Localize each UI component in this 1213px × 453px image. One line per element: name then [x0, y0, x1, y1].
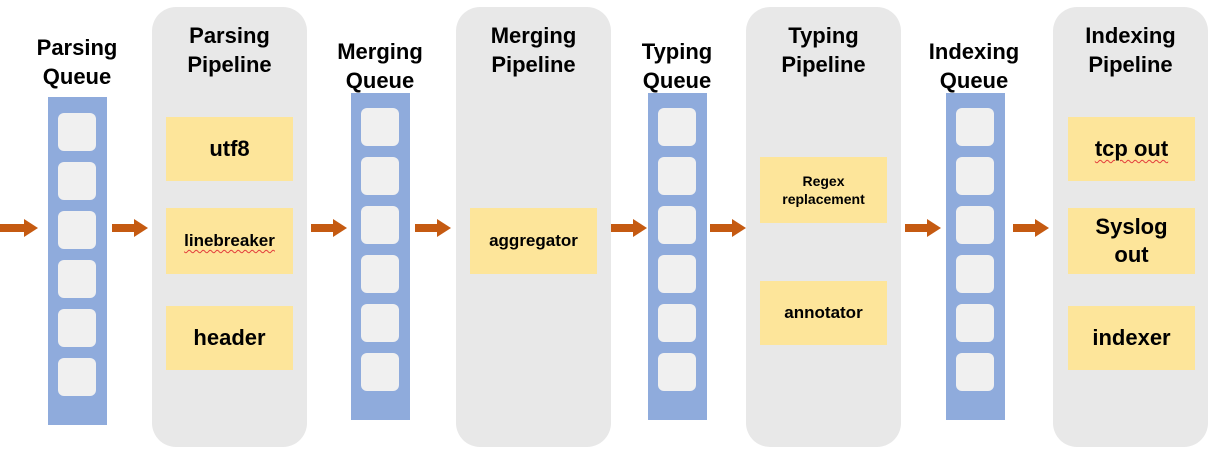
title-line: Parsing	[36, 35, 118, 60]
processor-tcp-out: tcp out	[1068, 117, 1195, 181]
queue-slot	[58, 309, 96, 347]
processor-label: aggregator	[489, 231, 578, 250]
typing-pipeline-panel	[746, 7, 901, 447]
flow-arrow-icon	[611, 219, 647, 237]
title-line: Merging	[337, 39, 423, 64]
indexing-queue-title: Indexing Queue	[914, 37, 1034, 95]
processor-regex-replacement: Regex replacement	[760, 157, 887, 223]
flow-arrow-icon	[710, 219, 746, 237]
queue-slot	[658, 206, 696, 244]
parsing-queue	[48, 97, 107, 425]
queue-slot	[658, 255, 696, 293]
processor-label: indexer	[1092, 325, 1171, 350]
flow-arrow-icon	[415, 219, 451, 237]
processor-label: linebreaker	[184, 231, 275, 250]
title-line: Pipeline	[1088, 52, 1173, 77]
title-line: Typing	[788, 23, 859, 48]
title-line: Pipeline	[781, 52, 866, 77]
title-line: Indexing	[1085, 23, 1176, 48]
title-line: Typing	[641, 39, 713, 64]
merging-queue-title: Merging Queue	[320, 37, 440, 95]
flow-arrow-icon	[905, 219, 941, 237]
queue-slot	[361, 157, 399, 195]
queue-slot	[58, 358, 96, 396]
title-line: Parsing	[189, 23, 270, 48]
processor-utf8: utf8	[166, 117, 293, 181]
queue-slot	[658, 157, 696, 195]
processor-linebreaker: linebreaker	[166, 208, 293, 274]
queue-slot	[956, 157, 994, 195]
title-line: Queue	[345, 68, 415, 93]
flow-arrow-icon	[0, 219, 38, 237]
indexing-pipeline-title: Indexing Pipeline	[1053, 21, 1208, 79]
title-line: Pipeline	[187, 52, 272, 77]
processor-label: utf8	[209, 136, 250, 161]
queue-slot	[658, 108, 696, 146]
processor-label: out	[1114, 242, 1149, 267]
typing-queue	[648, 93, 707, 420]
queue-slot	[58, 260, 96, 298]
flow-arrow-icon	[311, 219, 347, 237]
queue-slot	[58, 211, 96, 249]
title-line: Indexing	[928, 39, 1020, 64]
title-line: Queue	[42, 64, 112, 89]
parsing-pipeline-title: Parsing Pipeline	[152, 21, 307, 79]
queue-slot	[361, 108, 399, 146]
queue-slot	[361, 353, 399, 391]
queue-slot	[956, 304, 994, 342]
processor-syslog-out: Syslog out	[1068, 208, 1195, 274]
queue-slot	[361, 304, 399, 342]
parsing-queue-title: Parsing Queue	[17, 33, 137, 91]
queue-slot	[58, 162, 96, 200]
processor-label: annotator	[784, 303, 863, 322]
merging-queue	[351, 93, 410, 420]
queue-slot	[658, 304, 696, 342]
indexing-queue	[946, 93, 1005, 420]
title-line: Queue	[642, 68, 712, 93]
processor-indexer: indexer	[1068, 306, 1195, 370]
queue-slot	[956, 206, 994, 244]
processor-label: Regex	[802, 173, 845, 189]
title-line: Queue	[939, 68, 1009, 93]
queue-slot	[658, 353, 696, 391]
queue-slot	[361, 206, 399, 244]
flow-arrow-icon	[112, 219, 148, 237]
title-line: Pipeline	[491, 52, 576, 77]
title-line: Merging	[490, 23, 577, 48]
merging-pipeline-title: Merging Pipeline	[456, 21, 611, 79]
typing-pipeline-title: Typing Pipeline	[746, 21, 901, 79]
processor-label: tcp out	[1094, 136, 1169, 161]
queue-slot	[361, 255, 399, 293]
queue-slot	[58, 113, 96, 151]
queue-slot	[956, 108, 994, 146]
processor-label: header	[193, 325, 266, 350]
flow-arrow-icon	[1013, 219, 1049, 237]
processor-label: Syslog	[1095, 214, 1168, 239]
queue-slot	[956, 353, 994, 391]
queue-slot	[956, 255, 994, 293]
processor-header: header	[166, 306, 293, 370]
processor-aggregator: aggregator	[470, 208, 597, 274]
processor-label: replacement	[782, 191, 865, 207]
processor-annotator: annotator	[760, 281, 887, 345]
typing-queue-title: Typing Queue	[617, 37, 737, 95]
